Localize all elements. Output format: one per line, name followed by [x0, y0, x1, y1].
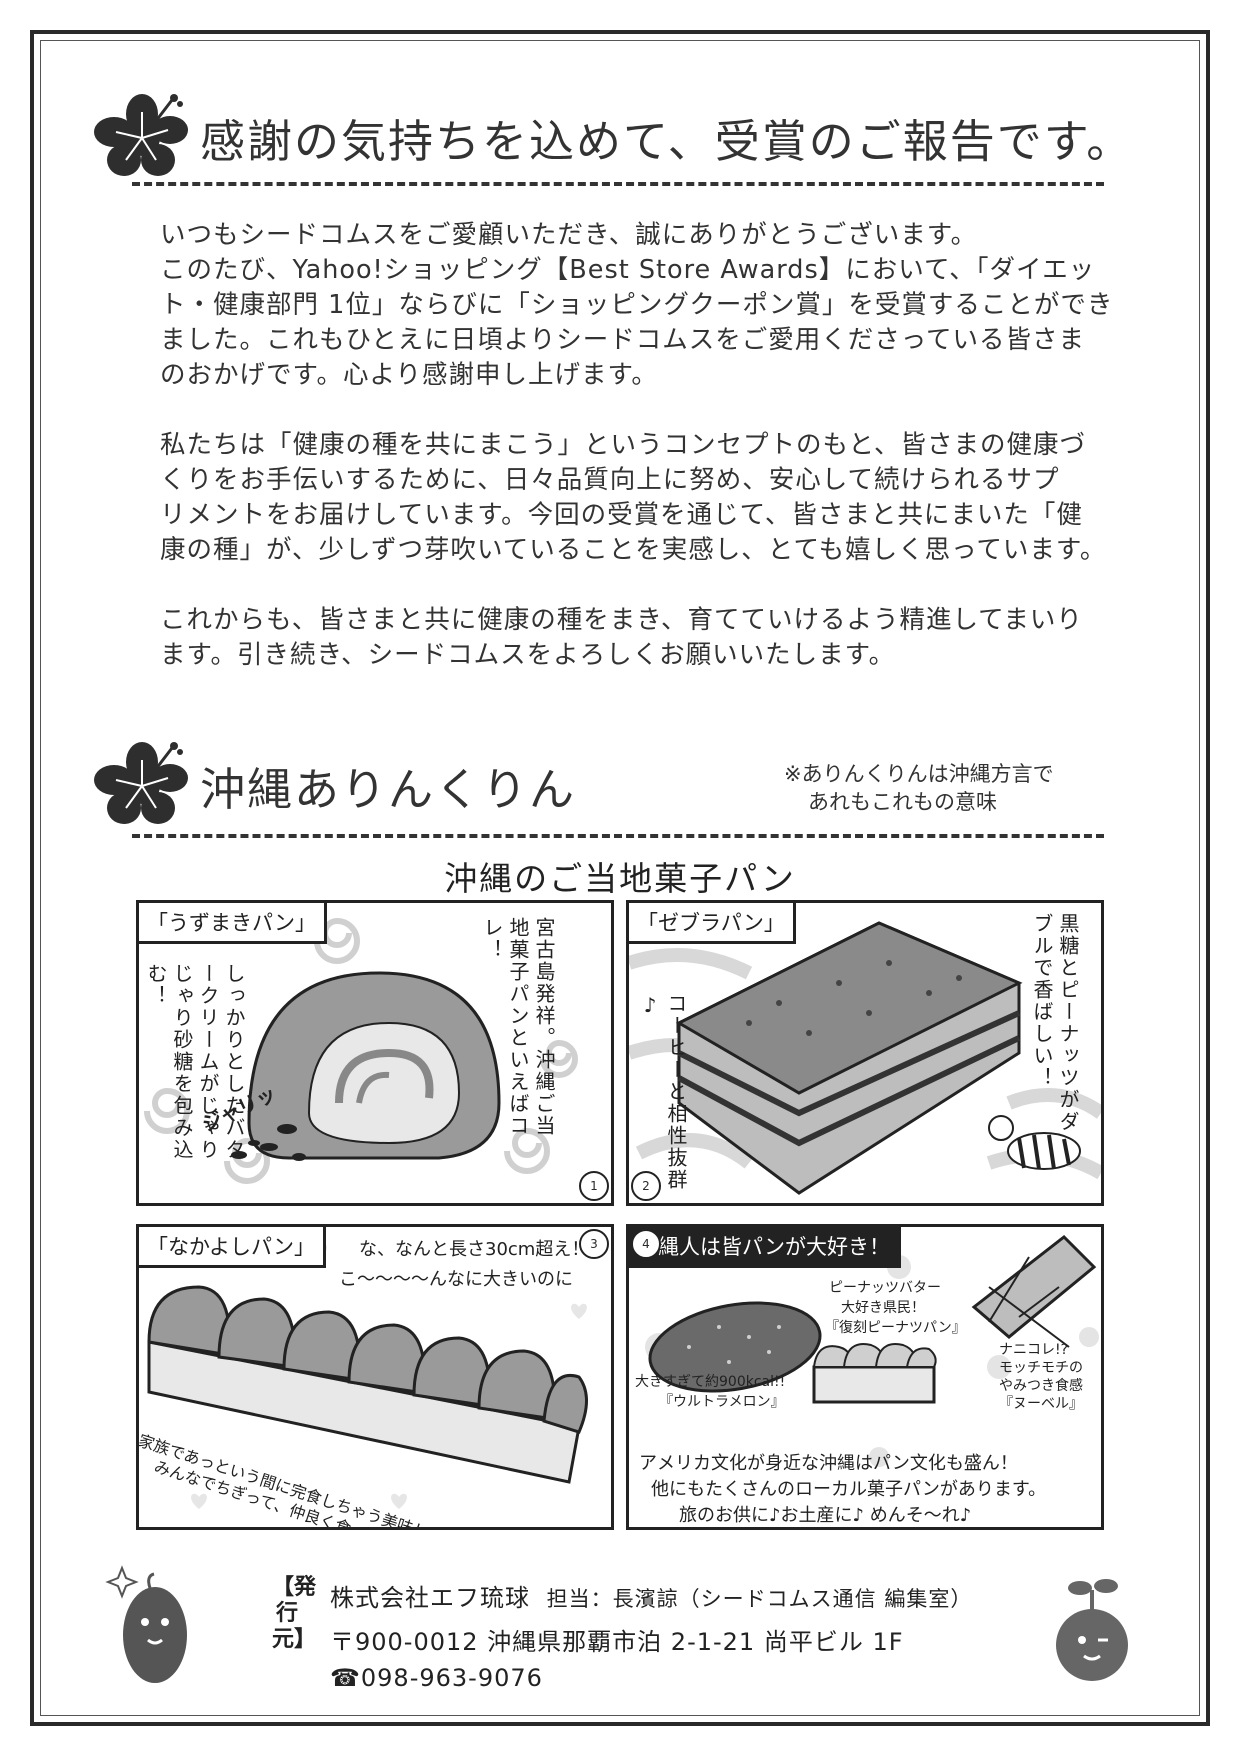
section1-title: 感謝の気持ちを込めて、受賞のご報告です。 [200, 114, 1134, 168]
p1-line5: のおかげです。心より感謝申し上げます。 [160, 360, 658, 390]
panel4-bottom-3: 旅のお供に♪お土産に♪ めんそ〜れ♪ [679, 1505, 972, 1526]
footer-address: 〒900-0012 沖縄県那覇市泊 2-1-21 尚平ビル 1F [330, 1628, 904, 1656]
note-line2: あれもこれもの意味 [808, 790, 997, 814]
nuvel-caption-a: ナニコレ!? [999, 1342, 1069, 1358]
panel3-number: 3 [579, 1229, 609, 1259]
paragraph-1: いつもシードコムスをご愛顧いただき、誠にありがとうございます。 このたび、Yah… [160, 218, 1120, 393]
panel2-caption-a: 黒糖とピーナッツがダブルで香ばしい！ [1030, 913, 1080, 1133]
footer-company-line: 株式会社エフ琉球 担当：長濱諒（シードコムス通信 編集室） [330, 1578, 972, 1613]
nuvel-caption-c: やみつき食感 [999, 1378, 1083, 1394]
company-name: 株式会社エフ琉球 [330, 1584, 530, 1612]
comic-panel-2: 「ゼブラパン」 黒糖とピーナッツがダブルで香ばしい！ コーヒーと相性抜群♪ 2 [626, 900, 1104, 1206]
comic-title: 沖縄のご当地菓子パン [444, 859, 796, 898]
section1-body: いつもシードコムスをご愛顧いただき、誠にありがとうございます。 このたび、Yah… [160, 218, 1120, 708]
nuvel-caption-b: モッチモチの [999, 1360, 1083, 1376]
panel1-caption-b: しっかりとしたバタークリームがじゃりじゃり砂糖を包み込む！ [144, 963, 246, 1161]
melon-caption-b: 『ウルトラメロン』 [659, 1394, 785, 1410]
panel1-caption-a: 宮古島発祥。沖縄ご当地菓子パンといえばコレ！ [480, 917, 556, 1137]
peanut-caption-a: ピーナッツバター [829, 1280, 941, 1296]
peanut-caption-c: 『復刻ピーナツパン』 [825, 1320, 966, 1336]
section2-divider [132, 834, 1104, 838]
paragraph-2: 私たちは「健康の種を共にまこう」というコンセプトのもと、皆さまの健康づ くりをお… [160, 428, 1120, 568]
comic-panel-1: 「うずまきパン」 宮古島発祥。沖縄ご当地菓子パンといえばコレ！ しっかりとしたバ… [136, 900, 614, 1206]
p2-line4: 康の種」が、少しずつ芽吹いていることを実感し、とても嬉しく思っています。 [160, 535, 1107, 565]
panel2-number: 2 [631, 1171, 661, 1201]
panel3-caption-2: こ〜〜〜〜んなに大きいのに [339, 1269, 573, 1290]
staff-name: 担当：長濱諒（シードコムス通信 編集室） [546, 1587, 973, 1611]
p3-line2: ます。引き続き、シードコムスをよろしくお願いいたします。 [160, 640, 896, 670]
melon-caption-a: 大きすぎて約900kcal!! [635, 1374, 786, 1390]
panel2-caption-b: コーヒーと相性抜群♪ [638, 993, 688, 1191]
p1-line1: いつもシードコムスをご愛顧いただき、誠にありがとうございます。 [160, 220, 978, 250]
hibiscus-icon [94, 742, 188, 824]
section1-divider [132, 182, 1104, 186]
p1-line3: ト・健康部門 1位」ならびに「ショッピングクーポン賞」を受賞することができ [160, 290, 1114, 320]
section1-heading: 感謝の気持ちを込めて、受賞のご報告です。 [92, 92, 1133, 182]
panel1-number: 1 [579, 1171, 609, 1201]
zebra-bread-illustration [629, 921, 1101, 1195]
footer-tel: ☎098-963-9076 [330, 1664, 543, 1692]
panel4-tag: 沖縄人は皆パンが大好き！ [629, 1227, 902, 1268]
peanut-caption-b: 大好き県民！ [841, 1300, 925, 1316]
nuvel-caption-d: 『ヌーベル』 [999, 1396, 1083, 1412]
panel4-number: 4 [631, 1229, 661, 1259]
panel3-caption-1: な、なんと長さ30cm超え！ [359, 1239, 590, 1260]
p3-line1: これからも、皆さまと共に健康の種をまき、育てていけるよう精進してまいり [160, 605, 1083, 635]
panel3-tag: 「なかよしパン」 [139, 1227, 326, 1268]
p1-line4: ました。これもひとえに日頃よりシードコムスをご愛用くださっている皆さま [160, 325, 1085, 355]
hibiscus-icon [94, 94, 188, 176]
panel4-bottom-2: 他にもたくさんのローカル菓子パンがあります。 [651, 1479, 1047, 1500]
outer-frame [30, 30, 1210, 1726]
seed-mascot-icon [1056, 1579, 1128, 1681]
panel2-tag: 「ゼブラパン」 [629, 903, 796, 944]
p2-line1: 私たちは「健康の種を共にまこう」というコンセプトのもと、皆さまの健康づ [160, 430, 1086, 460]
comic-panel-4: 沖縄人は皆パンが大好き！ 大きすぎて約900kcal!! 『ウルトラメロン』 ピ… [626, 1224, 1104, 1530]
publisher-label: 【発行元】 [272, 1575, 317, 1652]
bean-mascot-icon [105, 1565, 187, 1683]
dialect-note: ※ありんくりんは沖縄方言で あれもこれもの意味 [784, 760, 1054, 816]
section2-title: 沖縄ありんくりん [200, 762, 577, 816]
nakayoshi-bread-illustration [147, 1243, 588, 1509]
uzumaki-bread-illustration [144, 917, 578, 1184]
p2-line2: くりをお手伝いするために、日々品質向上に努め、安心して続けられるサプ [160, 465, 1060, 495]
p1-line2: このたび、Yahoo!ショッピング【Best Store Awards】において… [160, 255, 1096, 285]
p2-line3: リメントをお届けしています。今回の受賞を通じて、皆さまと共にまいた「健 [160, 500, 1083, 530]
panel1-tag: 「うずまきパン」 [139, 903, 328, 944]
paragraph-3: これからも、皆さまと共に健康の種をまき、育てていけるよう精進してまいり ます。引… [160, 603, 1120, 673]
panel4-bottom-1: アメリカ文化が身近な沖縄はパン文化も盛ん！ [639, 1453, 1018, 1474]
inner-frame [40, 40, 1200, 1716]
section2-heading: 沖縄ありんくりん [92, 740, 576, 830]
comic-panel-3: 「なかよしパン」 な、なんと長さ30cm超え！ こ〜〜〜〜んなに大きいのに 家族… [136, 1224, 614, 1530]
note-line1: ※ありんくりんは沖縄方言で [784, 762, 1054, 786]
local-breads-illustration [645, 1235, 1099, 1467]
